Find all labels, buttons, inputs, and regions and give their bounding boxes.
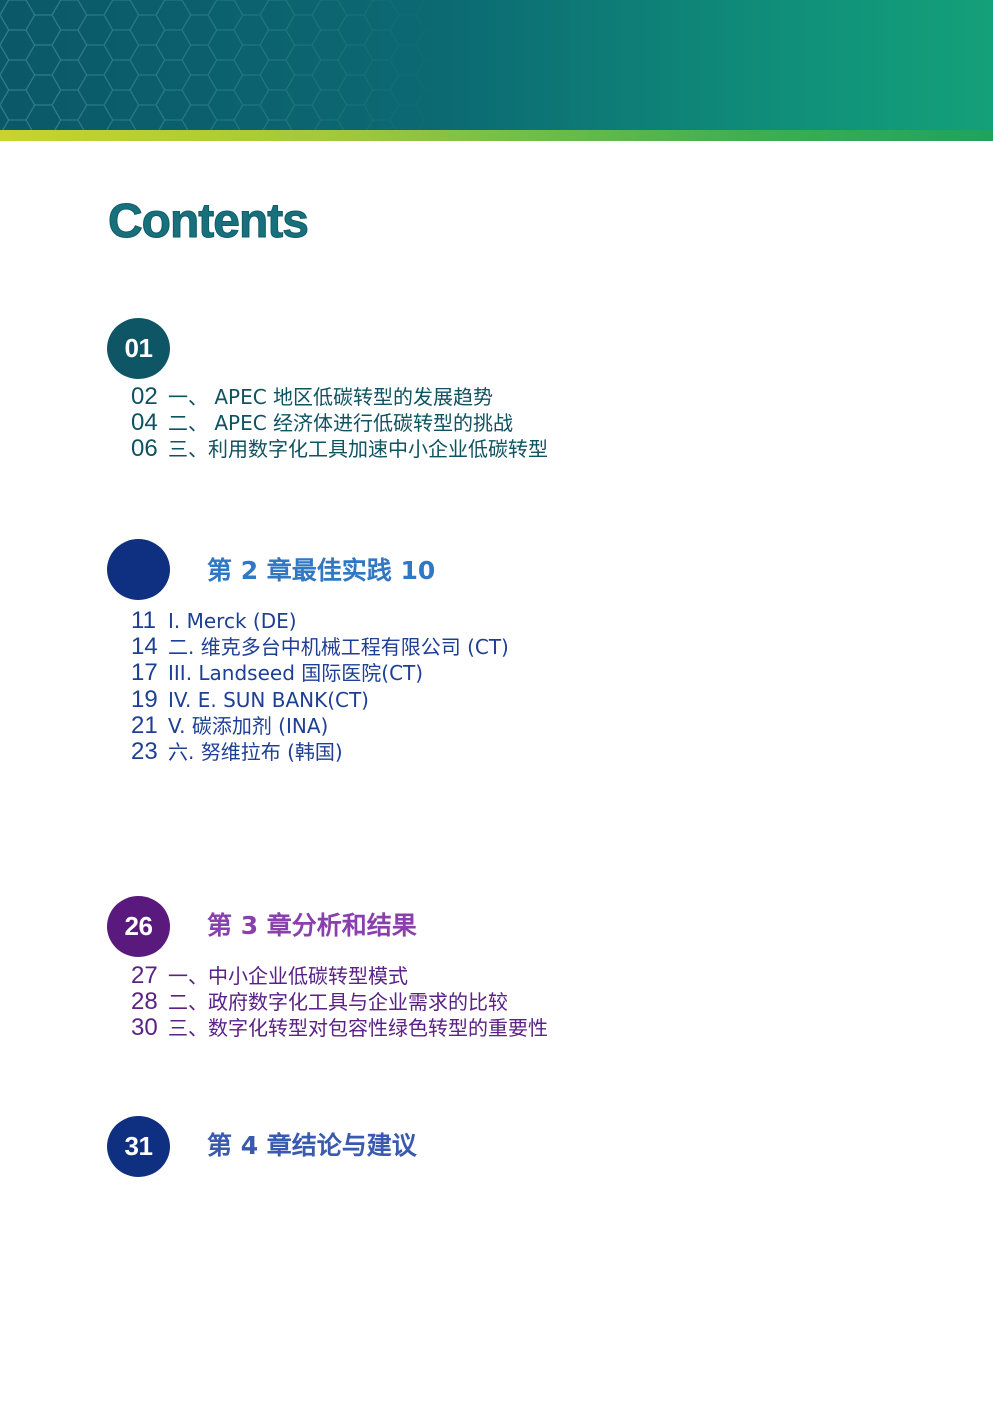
chapter-4-page-badge[interactable]: 31 xyxy=(107,1116,170,1177)
toc-entry-text: IV. E. SUN BANK(CT) xyxy=(168,687,369,712)
toc-entry-text: 六. 努维拉布 (韩国) xyxy=(168,739,343,764)
toc-entry[interactable]: 23 六. 努维拉布 (韩国) xyxy=(131,737,509,765)
toc-entry-text: 二. 维克多台中机械工程有限公司 (CT) xyxy=(168,635,509,660)
toc-entry-text: 三、利用数字化工具加速中小企业低碳转型 xyxy=(168,437,548,462)
chapter-3-entries: 27 一、中小企业低碳转型模式 28 二、政府数字化工具与企业需求的比较 30 三、数… xyxy=(131,963,548,1042)
chapter-1-entries: 02 一、 APEC 地区低碳转型的发展趋势 04 二、 APEC 经济体进行低碳转… xyxy=(131,384,548,463)
chapter-2-title[interactable]: 第 2 章最佳实践 10 xyxy=(207,556,436,585)
toc-entry[interactable]: 21 V. 碳添加剂 (INA) xyxy=(131,711,509,739)
toc-entry-text: I. Merck (DE) xyxy=(168,609,297,633)
chapter-4-title[interactable]: 第 4 章结论与建议 xyxy=(207,1131,417,1160)
page-title: Contents xyxy=(108,195,310,249)
chapter-3-title[interactable]: 第 3 章分析和结果 xyxy=(207,911,417,940)
toc-entry-page: 27 xyxy=(131,962,158,989)
chapter-3-page-badge[interactable]: 26 xyxy=(107,896,170,957)
toc-entry-page: 11 xyxy=(131,607,156,634)
header-stripe xyxy=(0,130,993,141)
toc-entry-page: 17 xyxy=(131,659,158,687)
toc-entry[interactable]: 02 一、 APEC 地区低碳转型的发展趋势 xyxy=(131,384,548,410)
toc-entry-text: III. Landseed 国际医院(CT) xyxy=(168,661,424,686)
header-band xyxy=(0,0,993,130)
toc-entry[interactable]: 19 IV. E. SUN BANK(CT) xyxy=(131,685,509,713)
toc-entry[interactable]: 17 III. Landseed 国际医院(CT) xyxy=(131,660,509,686)
toc-entry-page: 19 xyxy=(131,685,158,713)
toc-entry-text: V. 碳添加剂 (INA) xyxy=(168,713,329,738)
toc-entry-text: 一、 APEC 地区低碳转型的发展趋势 xyxy=(168,385,494,409)
toc-entry-page: 23 xyxy=(131,737,158,765)
toc-entry[interactable]: 27 一、中小企业低碳转型模式 xyxy=(131,963,548,989)
toc-entry-page: 14 xyxy=(131,633,158,661)
toc-entry-page: 21 xyxy=(131,711,158,739)
toc-entry-page: 30 xyxy=(131,1014,158,1042)
toc-entry[interactable]: 04 二、 APEC 经济体进行低碳转型的挑战 xyxy=(131,410,548,436)
hexagon-pattern xyxy=(0,0,993,130)
toc-entry-text: 一、中小企业低碳转型模式 xyxy=(168,964,408,988)
toc-entry[interactable]: 28 二、政府数字化工具与企业需求的比较 xyxy=(131,989,548,1015)
toc-entry-page: 28 xyxy=(131,988,158,1016)
toc-entry-text: 二、 APEC 经济体进行低碳转型的挑战 xyxy=(168,411,514,436)
toc-entry-text: 二、政府数字化工具与企业需求的比较 xyxy=(168,990,508,1015)
toc-entry[interactable]: 14 二. 维克多台中机械工程有限公司 (CT) xyxy=(131,634,509,660)
toc-entry[interactable]: 06 三、利用数字化工具加速中小企业低碳转型 xyxy=(131,436,548,462)
toc-entry-text: 三、数字化转型对包容性绿色转型的重要性 xyxy=(168,1016,548,1041)
toc-entry[interactable]: 11 I. Merck (DE) xyxy=(131,608,509,634)
toc-entry-page: 02 xyxy=(131,383,158,410)
toc-entry-page: 04 xyxy=(131,409,158,437)
chapter-1-page-badge[interactable]: 01 xyxy=(107,318,170,379)
toc-entry[interactable]: 30 三、数字化转型对包容性绿色转型的重要性 xyxy=(131,1015,548,1041)
chapter-2-page-badge[interactable] xyxy=(107,539,170,600)
toc-entry-page: 06 xyxy=(131,435,158,463)
